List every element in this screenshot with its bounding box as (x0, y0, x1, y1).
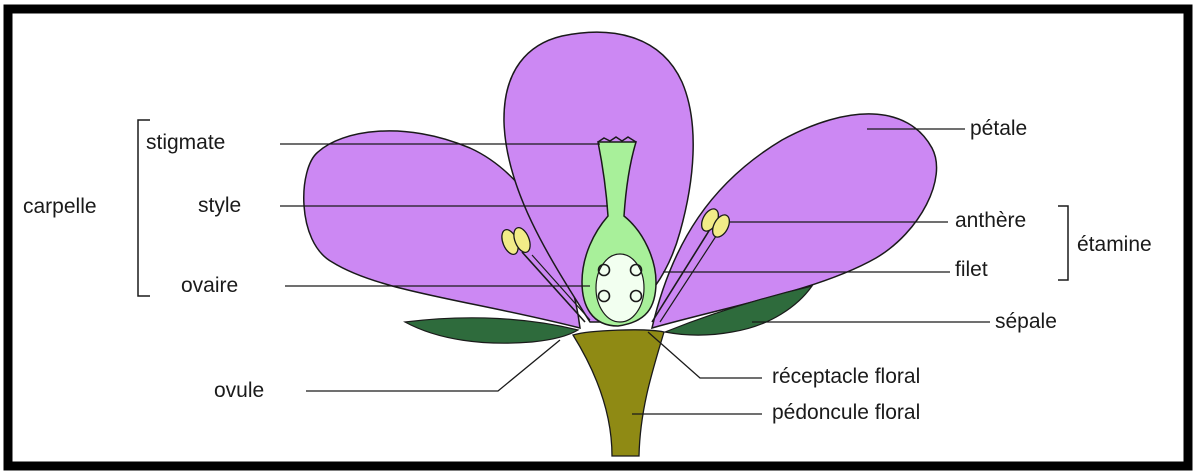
label-filet: filet (955, 258, 988, 281)
label-petale: pétale (970, 117, 1027, 140)
label-ovule: ovule (214, 379, 264, 402)
receptacle-peduncle (573, 330, 664, 456)
label-etamine: étamine (1077, 233, 1152, 256)
label-pedoncule: pédoncule floral (772, 401, 920, 424)
label-style: style (198, 194, 241, 217)
label-stigmate: stigmate (146, 131, 225, 154)
etamine-bracket (1058, 206, 1068, 280)
label-anthere: anthère (955, 209, 1026, 232)
label-receptacle: réceptacle floral (772, 365, 920, 388)
label-ovaire: ovaire (181, 274, 238, 297)
label-sepale: sépale (995, 310, 1057, 333)
label-carpelle: carpelle (23, 195, 97, 218)
